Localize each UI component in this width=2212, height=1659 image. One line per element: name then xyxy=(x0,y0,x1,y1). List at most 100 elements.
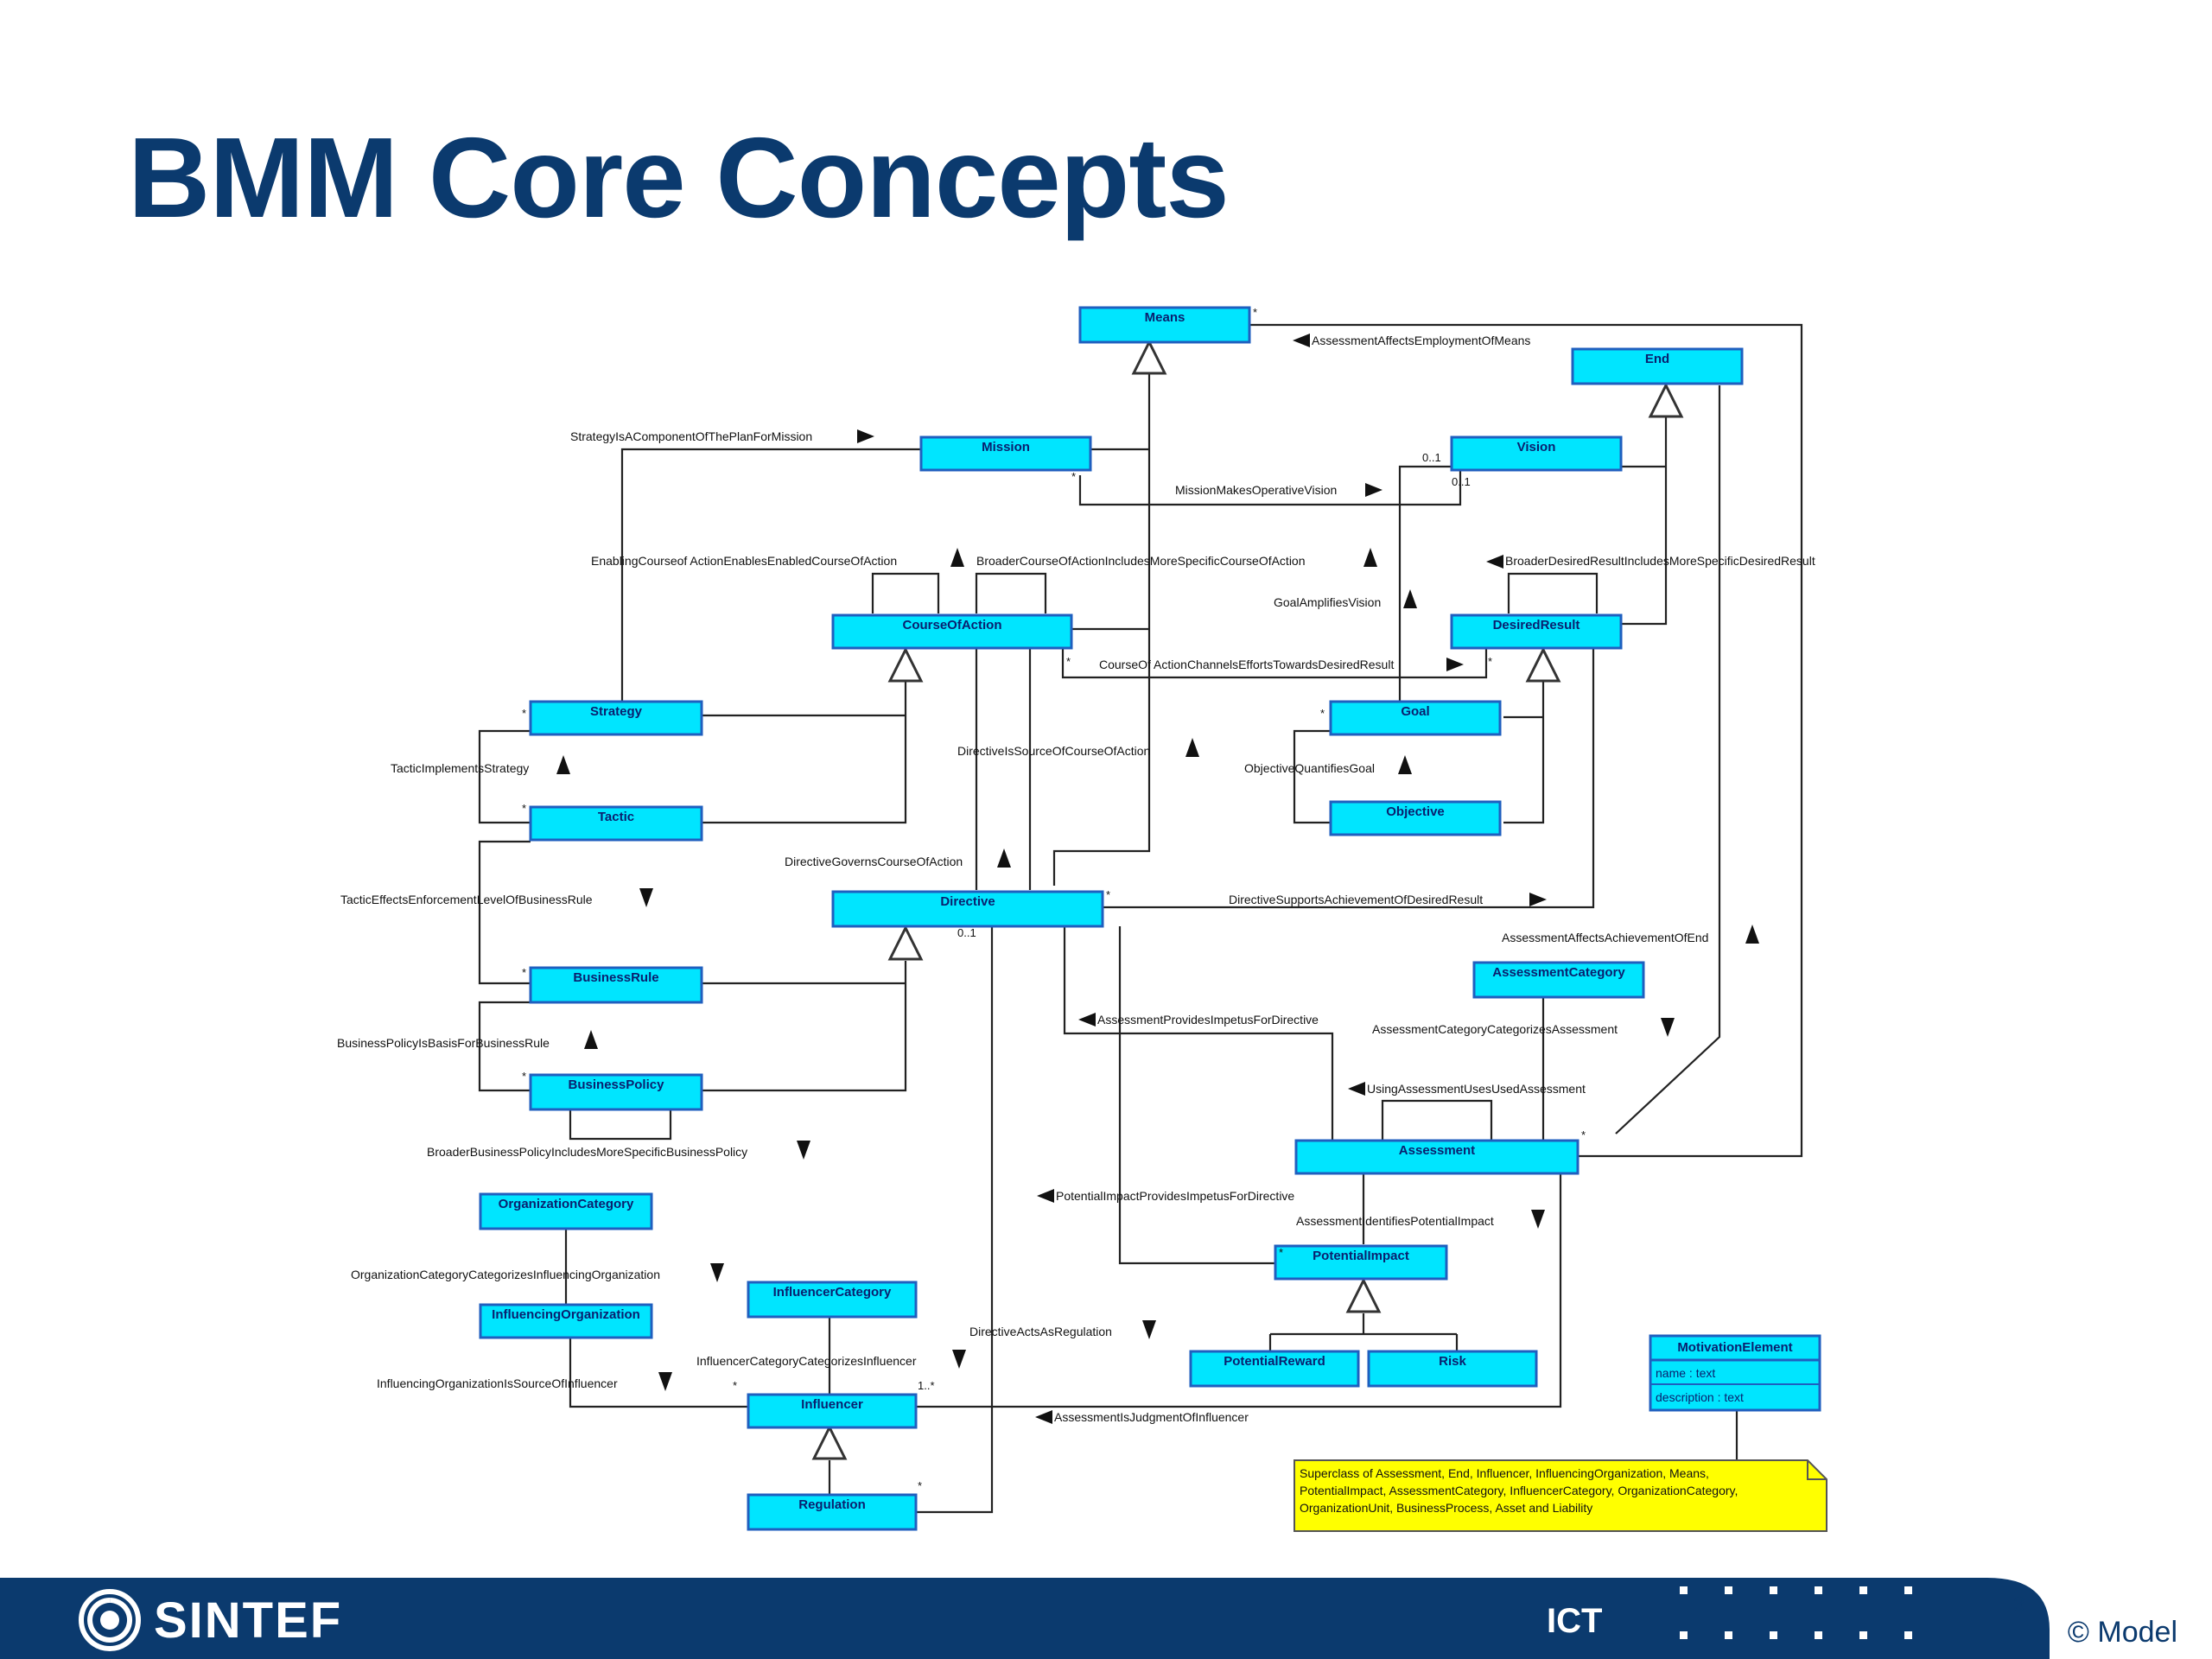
generalization-markers xyxy=(811,339,1684,1460)
class-influencingorganization: InfluencingOrganization xyxy=(479,1303,653,1339)
arrow-left-icon xyxy=(1035,1410,1052,1424)
class-motivationelement-label: MotivationElement xyxy=(1677,1340,1792,1355)
edge-policy-self-broader xyxy=(569,1109,672,1141)
arrow-down-icon xyxy=(1531,1210,1545,1229)
edge-end-generalization xyxy=(1621,408,1668,626)
footer-dot-pattern xyxy=(1680,1586,1912,1639)
arrow-right-icon xyxy=(1365,483,1382,497)
label-a24: DirectiveActsAsRegulation xyxy=(969,1325,1112,1338)
class-potentialimpact-label: PotentialImpact xyxy=(1313,1249,1409,1263)
label-a2: StrategyIsAComponentOfThePlanForMission xyxy=(570,429,812,443)
label-a20: BroaderBusinessPolicyIncludesMoreSpecifi… xyxy=(427,1145,747,1159)
label-a8: CourseOf ActionChannelsEffortsTowardsDes… xyxy=(1099,658,1394,671)
mult-directive: * xyxy=(1106,888,1110,901)
label-a1: AssessmentAffectsEmploymentOfMeans xyxy=(1312,334,1530,347)
edge-coa-generalization xyxy=(702,681,907,824)
gen-triangle-desiredresult xyxy=(1525,646,1561,683)
association-labels: AssessmentAffectsEmploymentOfMeans Strat… xyxy=(337,334,1815,1424)
mult-vision-b: 0..1 xyxy=(1452,475,1471,488)
attribute-name: name : text xyxy=(1656,1366,1715,1380)
class-potentialreward: PotentialReward xyxy=(1189,1350,1360,1388)
mult-tactic: * xyxy=(522,802,526,815)
mult-goal: * xyxy=(1320,707,1325,720)
edge-end-assessment xyxy=(1615,385,1721,1135)
gen-triangle-influencer xyxy=(811,1424,848,1460)
edge-assessment-influencer xyxy=(914,1173,1562,1408)
class-businessrule: BusinessRule xyxy=(529,966,703,1004)
association-lines xyxy=(478,323,1803,1514)
arrow-down-icon xyxy=(952,1350,966,1369)
label-a18: BusinessPolicyIsBasisForBusinessRule xyxy=(337,1036,550,1050)
superclass-note: Superclass of Assessment, End, Influence… xyxy=(1294,1459,1827,1532)
edge-coa-desiredresult xyxy=(1061,648,1488,679)
arrow-right-icon xyxy=(1529,893,1547,906)
class-directive-label: Directive xyxy=(940,894,995,909)
arrow-right-icon xyxy=(1446,658,1464,671)
mult-businesspolicy: * xyxy=(522,1070,526,1083)
label-a3: MissionMakesOperativeVision xyxy=(1175,483,1337,497)
edge-influencingorg-influencer xyxy=(569,1338,750,1408)
class-goal-label: Goal xyxy=(1401,704,1429,719)
class-assessment: Assessment xyxy=(1294,1139,1580,1175)
gen-triangle-courseofaction xyxy=(887,646,924,683)
class-businesspolicy-label: BusinessPolicy xyxy=(569,1077,665,1092)
mult-strategy: * xyxy=(522,707,526,720)
gen-triangle-means xyxy=(1131,339,1167,375)
label-a13: TacticEffectsEnforcementLevelOfBusinessR… xyxy=(340,893,593,906)
class-desiredresult-label: DesiredResult xyxy=(1493,618,1580,632)
class-tactic: Tactic xyxy=(529,805,703,842)
arrow-up-icon xyxy=(950,548,964,567)
arrow-left-icon xyxy=(1486,555,1503,569)
footer-band xyxy=(0,1578,2050,1659)
mult-vision-a: 0..1 xyxy=(1422,451,1441,464)
label-a6: BroaderDesiredResultIncludesMoreSpecific… xyxy=(1505,554,1815,568)
arrow-up-icon xyxy=(1745,925,1759,944)
class-strategy-label: Strategy xyxy=(590,704,643,719)
gen-triangle-potentialimpact xyxy=(1345,1277,1382,1313)
edge-directive-desiredresult xyxy=(1103,648,1595,909)
class-assessment-label: Assessment xyxy=(1399,1143,1475,1158)
sintef-logo: SINTEF xyxy=(78,1588,342,1652)
class-strategy: Strategy xyxy=(529,700,703,736)
class-tactic-label: Tactic xyxy=(598,810,634,824)
edge-directive-generalization xyxy=(702,961,907,1092)
sintef-logo-text: SINTEF xyxy=(154,1592,343,1649)
class-objective: Objective xyxy=(1329,800,1502,836)
class-risk: Risk xyxy=(1367,1350,1538,1388)
arrow-up-icon xyxy=(584,1030,598,1049)
multiplicity-labels: * 0..1 0..1 * * * * * * * 0..1 * * * * 1… xyxy=(522,306,1586,1492)
label-a22: AssessmentIdentifiesPotentialImpact xyxy=(1296,1214,1494,1228)
edge-assessment-self-using xyxy=(1381,1099,1493,1141)
copyright-text: © Model xyxy=(2067,1616,2177,1649)
edge-directive-regulation xyxy=(914,926,994,1514)
arrow-up-icon xyxy=(1185,738,1199,757)
arrow-left-icon xyxy=(1293,334,1310,347)
label-a4: EnablingCourseof ActionEnablesEnabledCou… xyxy=(591,554,897,568)
gen-triangle-directive xyxy=(887,925,924,961)
class-organizationcategory: OrganizationCategory xyxy=(479,1192,653,1230)
edge-dr-self-broader xyxy=(1507,572,1599,613)
class-means: Means xyxy=(1078,306,1251,344)
class-influencercategory: InfluencerCategory xyxy=(747,1281,918,1319)
edge-coa-self-broader xyxy=(975,572,1047,613)
label-a17: AssessmentCategoryCategorizesAssessment xyxy=(1372,1022,1618,1036)
class-end: End xyxy=(1571,347,1744,385)
arrow-down-icon xyxy=(797,1141,810,1160)
edge-objective-goal xyxy=(1293,729,1331,824)
class-influencercategory-label: InfluencerCategory xyxy=(773,1285,892,1300)
arrow-down-icon xyxy=(658,1372,672,1391)
label-a12: DirectiveGovernsCourseOfAction xyxy=(785,855,963,868)
note-line-1: Superclass of Assessment, End, Influence… xyxy=(1300,1466,1709,1480)
label-a16: AssessmentProvidesImpetusForDirective xyxy=(1097,1013,1319,1027)
class-end-label: End xyxy=(1645,352,1669,366)
arrow-down-icon xyxy=(1142,1320,1156,1339)
label-a7: GoalAmplifiesVision xyxy=(1274,595,1381,609)
edge-directive-assessment xyxy=(1063,926,1334,1141)
label-a25: InfluencerCategoryCategorizesInfluencer xyxy=(696,1354,917,1368)
mult-mission: * xyxy=(1071,470,1076,483)
class-regulation: Regulation xyxy=(747,1493,918,1531)
arrow-left-icon xyxy=(1078,1013,1096,1027)
class-goal: Goal xyxy=(1329,700,1502,736)
arrow-right-icon xyxy=(857,429,874,443)
note-line-2: PotentialImpact, AssessmentCategory, Inf… xyxy=(1300,1484,1738,1497)
